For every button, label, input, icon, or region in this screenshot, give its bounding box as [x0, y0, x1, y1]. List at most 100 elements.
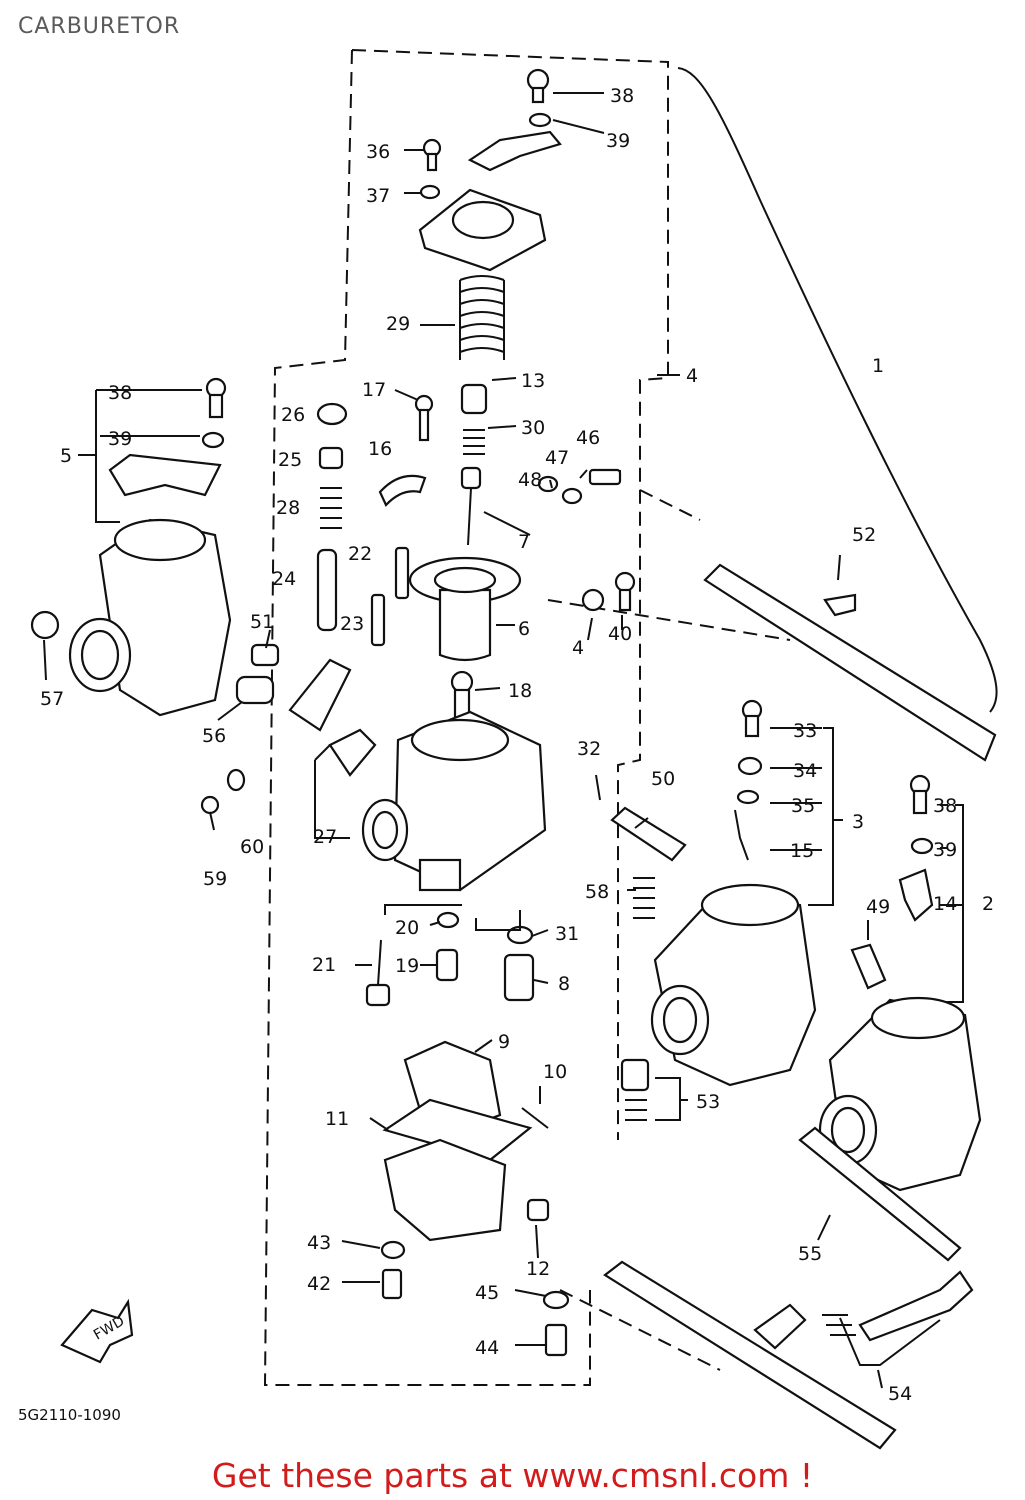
- part-number-label[interactable]: 24: [272, 568, 296, 590]
- joint-56: [235, 675, 275, 705]
- part-number-label[interactable]: 43: [307, 1232, 331, 1254]
- part-number-label[interactable]: 39: [108, 428, 132, 450]
- bracket-top: [467, 130, 562, 172]
- jet-19: [435, 948, 459, 982]
- part-number-label[interactable]: 27: [313, 826, 337, 848]
- part-number-label[interactable]: 55: [798, 1243, 822, 1265]
- part-number-label[interactable]: 23: [340, 613, 364, 635]
- rail-bottom: [603, 1260, 897, 1450]
- part-number-label[interactable]: 25: [278, 449, 302, 471]
- part-number-label[interactable]: 42: [307, 1273, 331, 1295]
- part-number-label[interactable]: 13: [521, 370, 545, 392]
- part-number-label[interactable]: 39: [933, 839, 957, 861]
- part-number-label[interactable]: 12: [526, 1258, 550, 1280]
- part-number-label[interactable]: 5: [60, 445, 72, 467]
- part-number-label[interactable]: 49: [866, 896, 890, 918]
- part-number-label[interactable]: 1: [872, 355, 884, 377]
- part-number-label[interactable]: 4: [572, 637, 584, 659]
- jet-20: [436, 911, 460, 929]
- part-number-label[interactable]: 51: [250, 611, 274, 633]
- part-number-label[interactable]: 19: [395, 955, 419, 977]
- screw-43: [380, 1240, 406, 1260]
- washer-4: [581, 588, 605, 612]
- part-number-label[interactable]: 35: [791, 795, 815, 817]
- screw-38-top: [526, 68, 550, 104]
- part-number-label[interactable]: 26: [281, 404, 305, 426]
- jet-needle-7: [460, 466, 482, 546]
- seal-16: [378, 474, 427, 507]
- part-number-label[interactable]: 7: [518, 531, 530, 553]
- part-number-label[interactable]: 33: [793, 720, 817, 742]
- fwd-arrow-icon: FWD: [60, 1298, 134, 1364]
- part-number-label[interactable]: 28: [276, 497, 300, 519]
- screw-44: [544, 1323, 568, 1357]
- jet-21: [365, 939, 391, 1007]
- part-number-label[interactable]: 14: [933, 893, 957, 915]
- part-number-label[interactable]: 31: [555, 923, 579, 945]
- part-number-label[interactable]: 38: [610, 85, 634, 107]
- part-number-label[interactable]: 39: [606, 130, 630, 152]
- part-number-label[interactable]: 52: [852, 524, 876, 546]
- carburetor-right-1: [650, 883, 817, 1087]
- part-number-label[interactable]: 21: [312, 954, 336, 976]
- part-number-label[interactable]: 34: [793, 760, 817, 782]
- part-number-label[interactable]: 30: [521, 417, 545, 439]
- jet-8: [503, 953, 535, 1002]
- part-number-label[interactable]: 47: [545, 447, 569, 469]
- part-number-label[interactable]: 2: [982, 893, 994, 915]
- part-number-label[interactable]: 53: [696, 1091, 720, 1113]
- part-number-label[interactable]: 11: [325, 1108, 349, 1130]
- part-number-label[interactable]: 37: [366, 185, 390, 207]
- part-number-label[interactable]: 57: [40, 688, 64, 710]
- throttle-cable: [677, 67, 998, 713]
- screw-17: [414, 394, 434, 442]
- bracket-52-rail: [703, 563, 997, 762]
- part-number-label[interactable]: 46: [576, 427, 600, 449]
- part-number-label[interactable]: 18: [508, 680, 532, 702]
- carburetor-right-2: [818, 996, 982, 1192]
- part-number-label[interactable]: 20: [395, 917, 419, 939]
- part-number-label[interactable]: 45: [475, 1282, 499, 1304]
- rod-55: [798, 1126, 962, 1262]
- part-number-label[interactable]: 58: [585, 881, 609, 903]
- part-number-label[interactable]: 50: [651, 768, 675, 790]
- part-number-label[interactable]: 29: [386, 313, 410, 335]
- part-number-label[interactable]: 44: [475, 1337, 499, 1359]
- washer-45: [542, 1290, 570, 1310]
- part-number-label[interactable]: 17: [362, 379, 386, 401]
- carburetor-left: [68, 377, 232, 717]
- fitting-50: [610, 806, 687, 862]
- part-number-label[interactable]: 22: [348, 543, 372, 565]
- part-number-label[interactable]: 3: [852, 811, 864, 833]
- piston-valve-6: [408, 556, 522, 662]
- part-number-label[interactable]: 38: [108, 382, 132, 404]
- part-number-label[interactable]: 6: [518, 618, 530, 640]
- leader-dashes: [547, 489, 791, 1371]
- needle-holder-13: [460, 383, 488, 415]
- part-number-label[interactable]: 40: [608, 623, 632, 645]
- part-number-label[interactable]: 60: [240, 836, 264, 858]
- part-number-label[interactable]: 10: [543, 1061, 567, 1083]
- fitting-51: [250, 643, 280, 667]
- pin-10: [521, 1107, 549, 1129]
- part-number-label[interactable]: 59: [203, 868, 227, 890]
- part-number-label[interactable]: 9: [498, 1031, 510, 1053]
- part-number-label[interactable]: 54: [888, 1383, 912, 1405]
- screw-42: [381, 1268, 403, 1300]
- spring-30: [463, 429, 485, 455]
- part-number-label[interactable]: 36: [366, 141, 390, 163]
- part-number-labels: 1234456789101112131415161718192021222324…: [40, 85, 994, 1405]
- part-number-label[interactable]: 15: [790, 840, 814, 862]
- call-to-action[interactable]: Get these parts at www.cmsnl.com !: [211, 1456, 814, 1495]
- washer-39-top: [528, 112, 552, 128]
- diaphragm-cover: [418, 188, 547, 272]
- part-number-label[interactable]: 56: [202, 725, 226, 747]
- part-number-label[interactable]: 38: [933, 795, 957, 817]
- part-number-label[interactable]: 4: [686, 365, 698, 387]
- part-number-label[interactable]: 8: [558, 973, 570, 995]
- lever-27: [288, 658, 377, 777]
- screw-54: [753, 1270, 974, 1350]
- part-number-label[interactable]: 32: [577, 738, 601, 760]
- part-number-label[interactable]: 16: [368, 438, 392, 460]
- part-number-label[interactable]: 48: [518, 469, 542, 491]
